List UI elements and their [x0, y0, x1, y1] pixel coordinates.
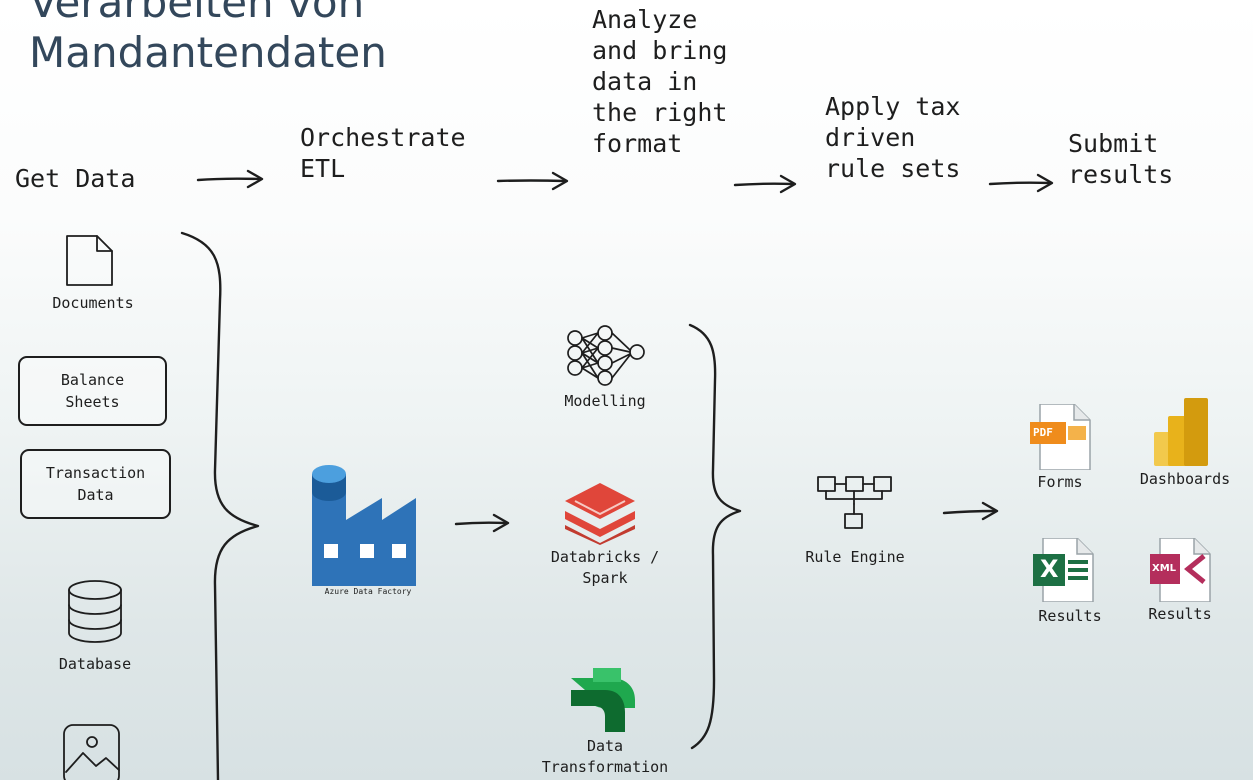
documents-label: Documents — [52, 294, 134, 312]
xml-results-icon: XML — [1150, 538, 1212, 602]
excel-badge: X — [1040, 555, 1059, 583]
arrow-apply-to-submit — [988, 173, 1054, 193]
dashboards-label: Dashboards — [1139, 470, 1231, 488]
title-line-2: Mandantendaten — [29, 28, 387, 77]
arrow-get-to-orchestrate — [196, 169, 264, 189]
step-orchestrate-etl: Orchestrate ETL — [300, 123, 466, 183]
title-line-1: Verarbeiten von — [29, 0, 365, 27]
pdf-forms-icon: PDF — [1030, 404, 1092, 470]
arrow-analyze-to-apply — [733, 174, 797, 194]
modelling-label: Modelling — [564, 392, 646, 410]
rule-engine-icon — [817, 476, 892, 529]
power-bi-dashboard-icon — [1154, 398, 1208, 466]
databricks-spark-icon — [565, 483, 635, 545]
azure-data-factory-icon — [312, 465, 416, 586]
database-label: Database — [58, 655, 132, 673]
modelling-network-icon — [567, 325, 645, 386]
databricks-label: Databricks / Spark — [550, 548, 660, 587]
diagram-title: Verarbeiten von Mandantendaten — [29, 0, 387, 78]
step-apply-rules: Apply tax driven rule sets — [825, 92, 961, 183]
arrow-orchestrate-to-analyze — [496, 171, 569, 191]
balance-sheets-box: Balance Sheets — [18, 356, 167, 426]
excel-results-icon: X — [1033, 538, 1095, 602]
azure-data-factory-label: Azure Data Factory — [324, 587, 412, 596]
arrow-adf-to-databricks — [454, 513, 510, 533]
document-icon — [66, 235, 113, 286]
transaction-data-line-1: Transaction — [45, 464, 146, 482]
results-xml-label: Results — [1148, 605, 1212, 623]
xml-badge: XML — [1152, 563, 1177, 574]
rule-engine-label: Rule Engine — [805, 548, 905, 566]
balance-sheets-line-2: Sheets — [65, 393, 120, 411]
processing-brace — [688, 323, 742, 750]
forms-label: Forms — [1037, 473, 1083, 491]
pdf-badge: PDF — [1033, 426, 1053, 439]
arrow-rule-engine-to-outputs — [942, 501, 999, 521]
data-transformation-label: Data Transformation — [541, 737, 669, 776]
transaction-data-line-2: Data — [77, 486, 114, 504]
data-transformation-icon — [571, 668, 635, 732]
step-get-data: Get Data — [15, 164, 136, 193]
results-excel-label: Results — [1038, 607, 1102, 625]
database-icon — [68, 580, 122, 643]
transaction-data-box: Transaction Data — [20, 449, 171, 519]
step-submit-results: Submit results — [1068, 129, 1174, 189]
sources-brace — [180, 231, 260, 780]
step-analyze: Analyze and bring data in the right form… — [592, 5, 728, 158]
image-icon — [63, 724, 120, 780]
balance-sheets-line-1: Balance — [60, 371, 125, 389]
